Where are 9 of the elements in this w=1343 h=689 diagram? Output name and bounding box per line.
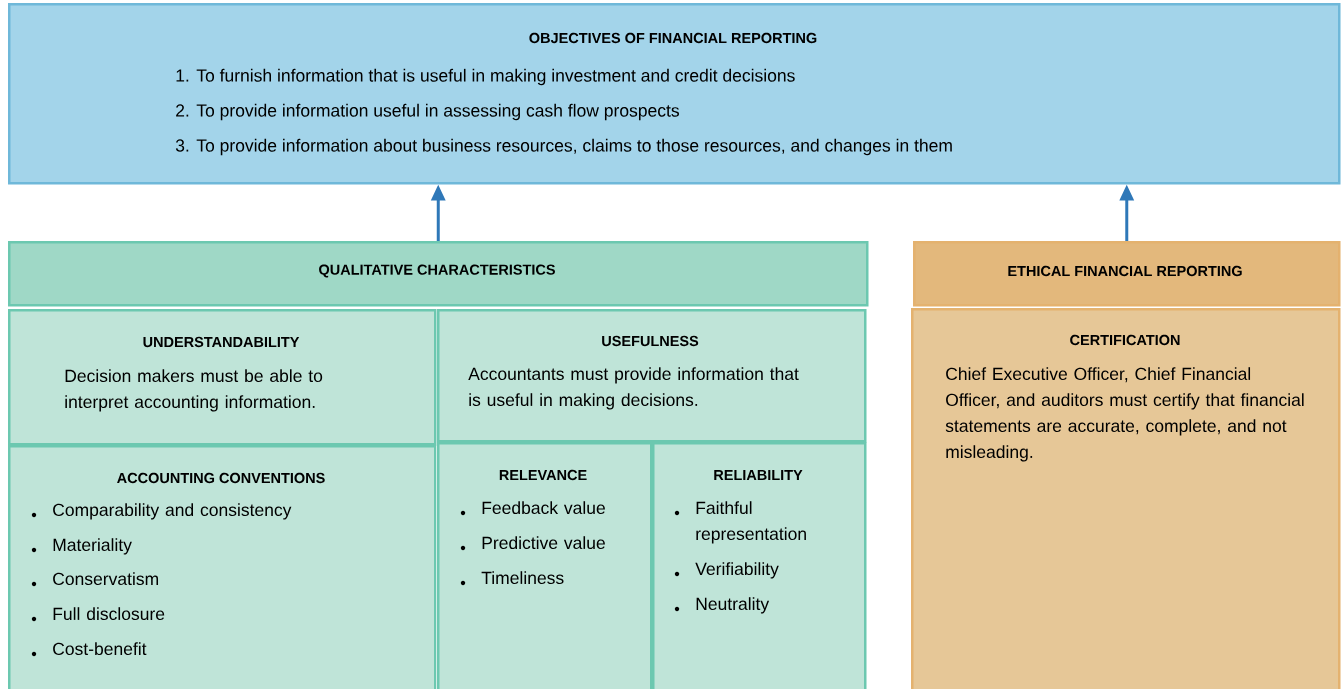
objectives-box: OBJECTIVES OF FINANCIAL REPORTING 1. To furnish information that is useful in making investment and credit decisions 2. To provide information useful in assessing cash flow prospects 3. To provide information about business resources, claims to those resources, and changes in them bbox=[8, 3, 1341, 185]
category-box: USEFULNESS Accountants must provide information that is useful in making decisions. bbox=[437, 309, 867, 443]
certification-box: CERTIFICATION Chief Executive Officer, Chief Financial Officer, and auditors must certify that financial statements are accurate, complete, and not misleading. bbox=[911, 308, 1341, 689]
header-band: QUALITATIVE CHARACTERISTICS bbox=[8, 241, 869, 307]
list-box: RELIABILITY Faithful representation Verifiability Neutrality bbox=[652, 442, 867, 689]
category-box: UNDERSTANDABILITY Decision makers must be able to interpret accounting information. bbox=[8, 309, 437, 446]
list-box: RELEVANCE Feedback value Predictive value Timeliness bbox=[437, 442, 653, 689]
list-box: ACCOUNTING CONVENTIONS Comparability and consistency Materiality Conservatism Full disclosure Cost-benefit bbox=[8, 445, 437, 689]
header-band: ETHICAL FINANCIAL REPORTING bbox=[913, 241, 1341, 307]
